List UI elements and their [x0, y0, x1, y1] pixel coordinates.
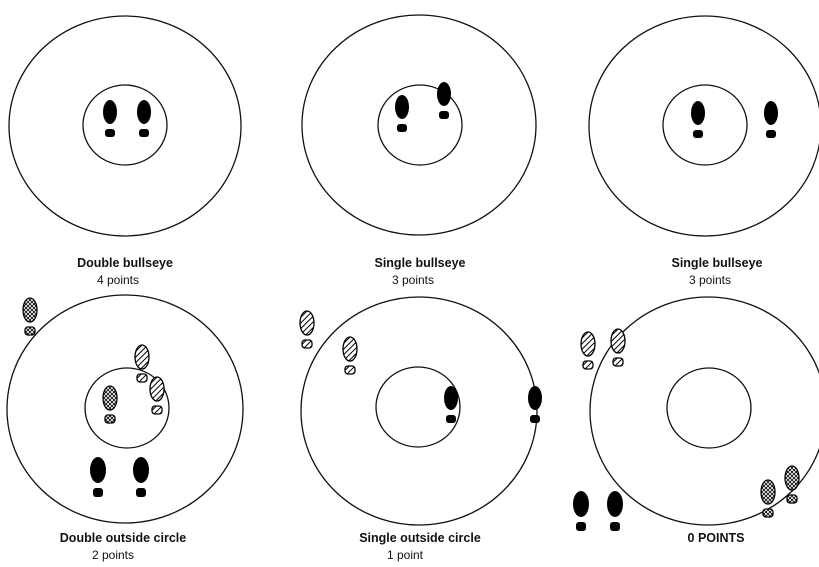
crosshatch-footprint-icon	[761, 480, 775, 517]
crosshatch-footprint-icon	[103, 386, 117, 423]
outer-circle	[590, 297, 819, 525]
solid-footprint-icon	[444, 386, 458, 423]
striped-footprint-icon	[300, 311, 314, 348]
solid-footprint-icon	[528, 386, 542, 423]
striped-footprint-icon	[611, 329, 625, 366]
solid-footprint-icon	[691, 101, 705, 138]
caption-points: 3 points	[306, 273, 520, 287]
caption-points: 1 point	[280, 548, 530, 562]
caption-points: 3 points	[603, 273, 817, 287]
bullseye-circle	[83, 85, 167, 165]
outer-circle	[301, 297, 537, 525]
caption-title: Single bullseye	[320, 256, 520, 270]
bullseye-circle	[667, 368, 751, 448]
caption-title: Double outside circle	[13, 531, 233, 545]
solid-footprint-icon	[90, 457, 106, 497]
caption-title: Single bullseye	[617, 256, 817, 270]
caption-points: 2 points	[0, 548, 233, 562]
outer-circle	[9, 16, 241, 236]
caption-title: Double bullseye	[25, 256, 225, 270]
solid-footprint-icon	[133, 457, 149, 497]
caption-double-outside-circle: Double outside circle 2 points	[13, 531, 233, 562]
striped-footprint-icon	[150, 377, 164, 414]
solid-footprint-icon	[437, 82, 451, 119]
striped-footprint-icon	[581, 332, 595, 369]
caption-zero-points: 0 POINTS	[616, 531, 816, 548]
solid-footprint-icon	[764, 101, 778, 138]
caption-title: Single outside circle	[310, 531, 530, 545]
caption-points: 4 points	[11, 273, 225, 287]
panel-double-outside-circle	[7, 295, 243, 523]
solid-footprint-icon	[137, 100, 151, 137]
striped-footprint-icon	[135, 345, 149, 382]
panel-single-bullseye-b	[589, 16, 819, 236]
outer-circle	[302, 15, 536, 235]
crosshatch-footprint-icon	[23, 298, 37, 335]
solid-footprint-icon	[103, 100, 117, 137]
solid-footprint-icon	[607, 491, 623, 531]
solid-footprint-icon	[395, 95, 409, 132]
caption-single-bullseye-b: Single bullseye 3 points	[617, 256, 817, 287]
panel-zero-points	[573, 297, 819, 531]
caption-single-bullseye-a: Single bullseye 3 points	[320, 256, 520, 287]
crosshatch-footprint-icon	[785, 466, 799, 503]
outer-circle	[589, 16, 819, 236]
caption-single-outside-circle: Single outside circle 1 point	[310, 531, 530, 562]
panel-single-bullseye-a	[302, 15, 536, 235]
striped-footprint-icon	[343, 337, 357, 374]
panel-single-outside-circle	[300, 297, 542, 525]
solid-footprint-icon	[573, 491, 589, 531]
caption-title: 0 POINTS	[616, 531, 816, 545]
outer-circle	[7, 295, 243, 523]
caption-double-bullseye: Double bullseye 4 points	[25, 256, 225, 287]
panel-double-bullseye	[9, 16, 241, 236]
bullseye-circle	[663, 85, 747, 165]
